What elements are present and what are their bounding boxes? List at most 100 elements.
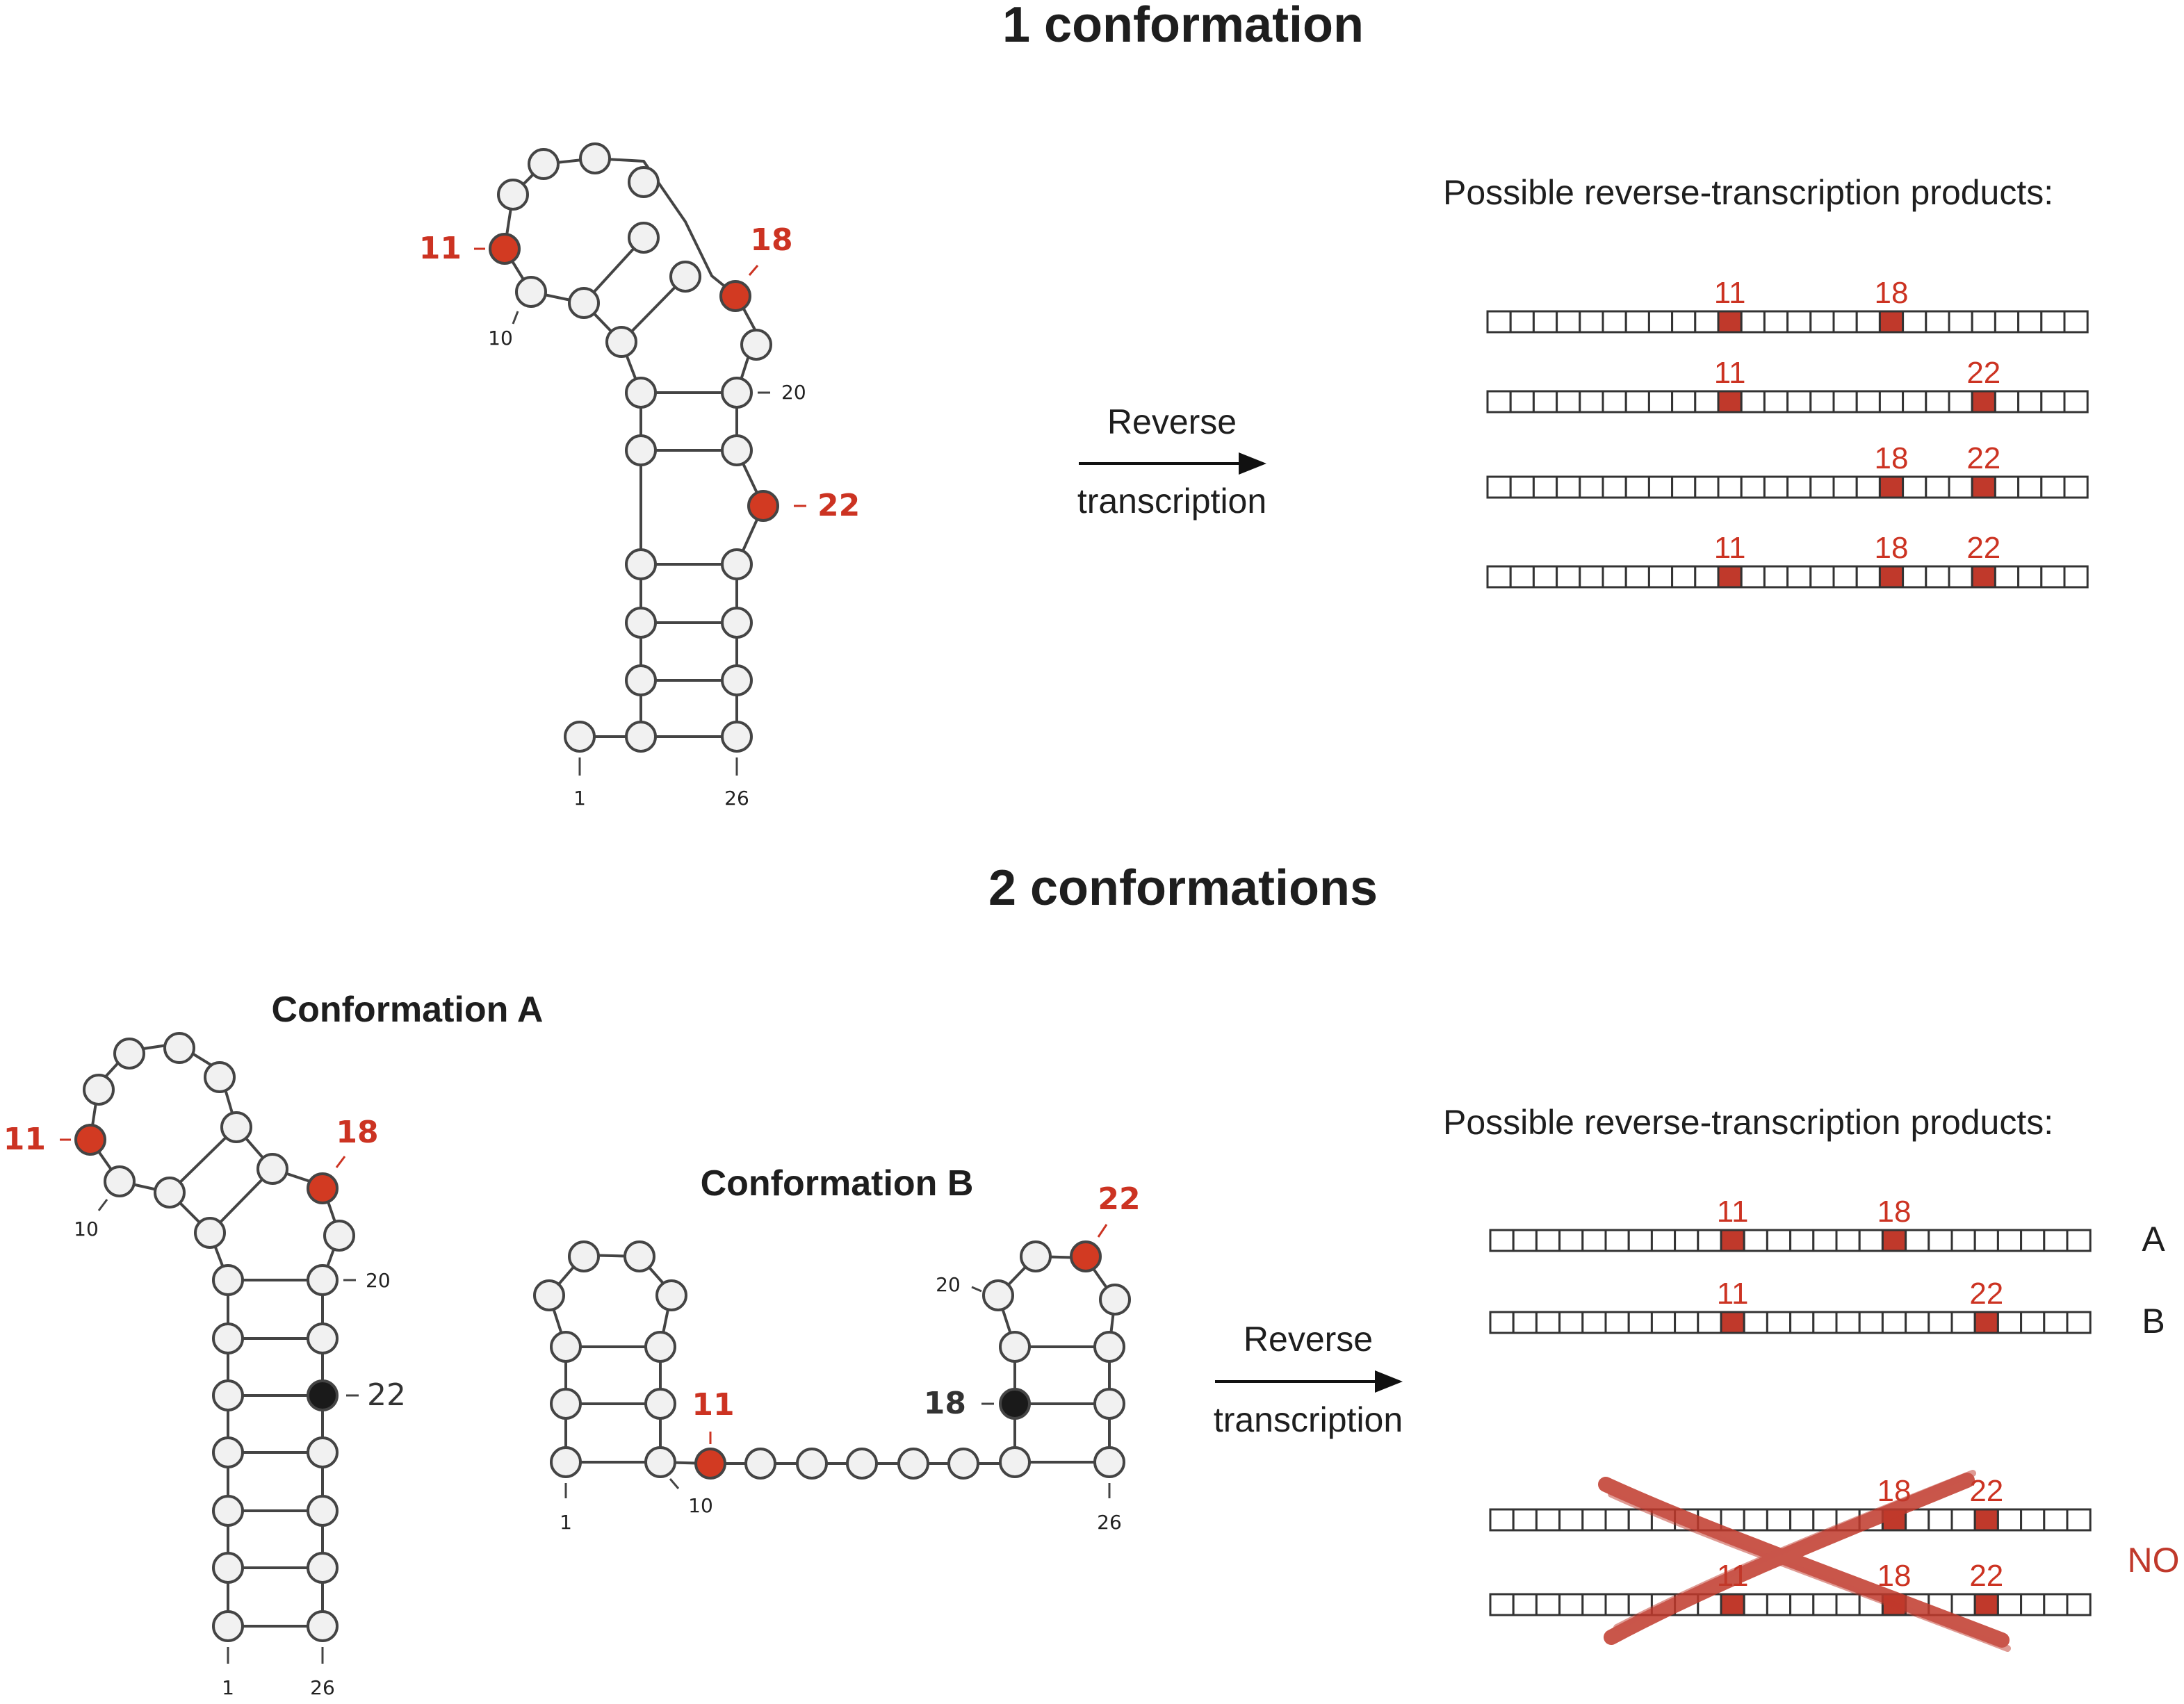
product-cell (1832, 475, 1858, 499)
product-cell (1602, 310, 1627, 334)
product-mark-label: 11 (1717, 1277, 1749, 1311)
nucleotide (625, 434, 657, 466)
product-cell-stop (1971, 475, 1996, 499)
product-cell-stop (1973, 1508, 1999, 1532)
nucleotide (579, 142, 611, 174)
product-cell (1740, 310, 1766, 334)
nucleotide (212, 1552, 244, 1584)
product-cell (2063, 390, 2089, 413)
product-cell (2020, 1593, 2046, 1616)
nucleotide-18-unmodified-paired (999, 1388, 1031, 1420)
nucleotide (83, 1074, 115, 1106)
product-cell (1858, 1311, 1884, 1334)
product-cell (1740, 475, 1766, 499)
nucleotides-conformation-b (533, 1240, 1131, 1480)
label-position-20: 20 (781, 381, 806, 404)
nucleotide (625, 721, 657, 753)
nucleotide (644, 1388, 676, 1420)
product-cell (1996, 1593, 2023, 1616)
nucleotide-1 (550, 1446, 582, 1478)
nucleotide (628, 166, 660, 198)
nucleotide (194, 1217, 226, 1249)
product-cell (1671, 475, 1697, 499)
nucleotide-10 (515, 276, 547, 308)
product-mark-label: 11 (1714, 276, 1746, 310)
product-cell (1604, 1508, 1630, 1532)
product-mark-label: 18 (1877, 1195, 1912, 1229)
product-cell (1535, 1311, 1561, 1334)
products-heading-top: Possible reverse-transcription products: (1443, 173, 2053, 212)
product-cell (1809, 475, 1835, 499)
product-cell (1556, 475, 1581, 499)
product-cell (2043, 1593, 2069, 1616)
nucleotide (307, 1495, 339, 1527)
product-cell (1624, 475, 1650, 499)
product-cell (1647, 390, 1674, 413)
nucleotide (550, 1388, 582, 1420)
nucleotide (1020, 1240, 1052, 1272)
product-cell-stop (1720, 1311, 1745, 1334)
product-cell (1647, 475, 1674, 499)
product-cell (1509, 475, 1535, 499)
nucleotide-10 (104, 1165, 136, 1197)
product-cell (1647, 310, 1674, 334)
product-cell (1535, 1593, 1561, 1616)
product-cell (1627, 1229, 1653, 1252)
product-cell (1509, 390, 1535, 413)
nucleotide (497, 179, 529, 211)
product-cell (1535, 1229, 1561, 1252)
nucleotides-conformation-a (74, 1032, 355, 1642)
nucleotide (897, 1448, 929, 1480)
conformation-b-title: Conformation B (701, 1163, 974, 1204)
nucleotide (307, 1322, 339, 1354)
label-position-26: 26 (1097, 1511, 1122, 1534)
nucleotide (721, 607, 753, 639)
title-two-conformations: 2 conformations (988, 860, 1378, 916)
product-cell-stop (1720, 1593, 1745, 1616)
product-cell (1994, 390, 2020, 413)
product-mark-label: 18 (1875, 531, 1909, 565)
product-cell (1832, 310, 1858, 334)
product-cell (2066, 1229, 2092, 1252)
product-cell (1602, 565, 1627, 589)
label-position-11: 11 (3, 1122, 46, 1157)
product-cell (1535, 1508, 1561, 1532)
product-cell (1812, 1229, 1838, 1252)
product-cell (1558, 1508, 1584, 1532)
product-cell (1697, 1229, 1722, 1252)
product-cell (2043, 1229, 2069, 1252)
product-cell (1925, 310, 1950, 334)
nucleotide-22-modified (1070, 1240, 1102, 1272)
rejection-cross-icon (1598, 1470, 2011, 1652)
label-position-20: 20 (936, 1273, 961, 1296)
product-cell (1740, 565, 1766, 589)
product-cell (1579, 310, 1604, 334)
nucleotide (625, 377, 657, 409)
product-cell (1717, 475, 1743, 499)
product-cell (1763, 565, 1789, 589)
product-cell (1558, 1229, 1584, 1252)
product-cell (1509, 565, 1535, 589)
nucleotide (625, 607, 657, 639)
product-cell (1809, 310, 1835, 334)
conformation-a-title: Conformation A (272, 990, 544, 1030)
product-cell (1604, 1311, 1630, 1334)
backbone-conformation-b (547, 1253, 1117, 1465)
product-cell (2017, 390, 2043, 413)
product-cell (1925, 565, 1950, 589)
product-cell (1486, 390, 1512, 413)
product-cell-stop (1717, 390, 1743, 413)
nucleotide (220, 1111, 252, 1143)
product-cell (1489, 1593, 1515, 1616)
product-cell (1694, 310, 1720, 334)
nucleotide (550, 1331, 582, 1363)
product-cell (1902, 565, 1928, 589)
product-cell (1948, 390, 1973, 413)
product-mark-label: 18 (1875, 276, 1909, 310)
rna-structure-top: 1 26 10 20 11 18 22 (419, 142, 860, 810)
label-position-22: 22 (817, 488, 860, 523)
product-cell (1763, 475, 1789, 499)
nucleotide (1099, 1284, 1131, 1316)
product-cell (1697, 1311, 1722, 1334)
product-cell (1489, 1508, 1515, 1532)
